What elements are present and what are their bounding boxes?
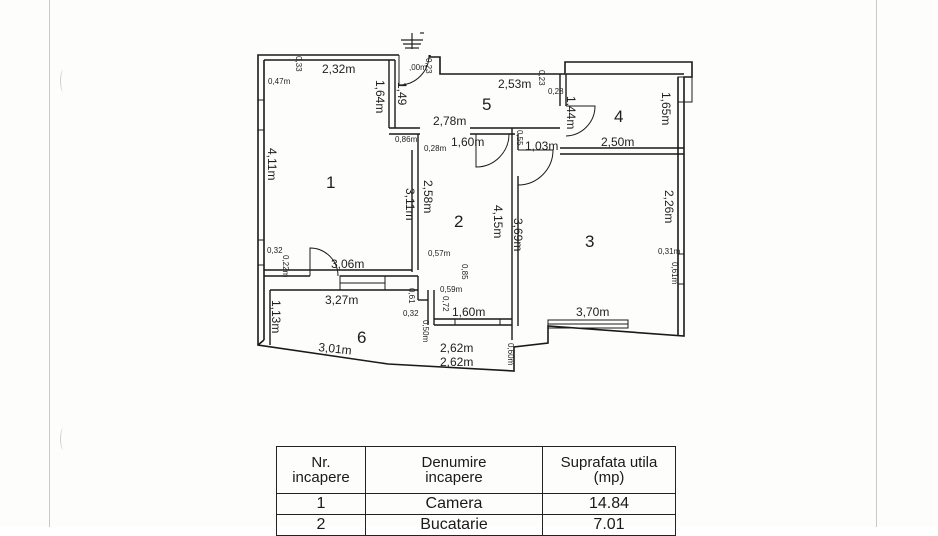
cell-room-area: 14.84 [542,493,676,515]
header-text: Suprafata utila [560,454,658,471]
scan-artifact [60,428,67,450]
dimension-label: 3,70m [576,305,609,319]
dimension-label: 2,26m [662,190,676,223]
dimension-label: 2,32m [322,62,355,76]
dimension-label: 2,50m [601,135,634,149]
small-dimension-label: 0,57m [428,249,451,258]
header-usable-area: Suprafata utila (mp) [542,446,676,494]
room-number-5: 5 [482,95,491,114]
small-dimension-label: 0,28 [548,87,564,96]
header-room-name: Denumire incapere [365,446,543,494]
dimension-label: 1,64m [373,80,387,113]
cell-room-number: 2 [276,514,366,536]
room-area-table: Nr. incapere Denumire incapere Suprafata… [276,446,676,536]
windows [257,76,693,329]
dimension-label: 1,49 [395,82,409,106]
dimension-label: 2,62m [440,355,473,369]
cell-room-number: 1 [276,493,366,515]
cell-room-name: Camera [365,493,543,515]
room-number-3: 3 [585,232,594,251]
header-room-number: Nr. incapere [276,446,366,494]
room-number-4: 4 [614,107,623,126]
dimension-label: 1,60m [452,305,485,319]
small-dimension-label: 0,23 [424,58,433,74]
dimension-label: 2,78m [433,114,466,128]
header-text: incapere [425,469,483,486]
small-dimension-label: 0,60m [506,343,515,366]
scan-artifact [60,70,67,92]
small-dimension-label: 0,86m [395,135,418,144]
dimension-label: 1,60m [451,135,484,149]
dimension-label: 4,11m [265,148,279,180]
door-swings [309,54,596,277]
small-dimension-label: 0,31m [658,247,681,256]
small-dimension-label: 0,23 [537,70,546,86]
small-dimension-label: 0,72 [441,296,450,312]
small-dimension-label: 0,55 [515,130,524,146]
cell-room-area: 7.01 [542,514,676,536]
dimension-label: 4,15m [491,205,505,238]
table-row: 2 Bucatarie 7.01 [276,514,676,536]
dimension-label: 3,69m [511,218,525,251]
small-dimension-label: 0,28m [424,144,447,153]
small-dimension-label: 0,61m [670,262,679,285]
dimension-label: 2,62m [440,341,473,355]
room-number-2: 2 [454,212,463,231]
small-dimension-label: 0,47m [268,77,291,86]
dimension-label: 1,44m [564,96,578,129]
header-text: incapere [292,469,350,486]
header-text: Denumire [421,454,487,471]
small-dimension-label: 0,33 [294,56,303,72]
small-dimension-label: 0,50m [421,320,430,343]
cell-room-name: Bucatarie [365,514,543,536]
small-dimension-label: 0,22m [281,255,290,278]
header-text: Nr. [311,454,331,471]
dimension-label: 1,65m [659,92,673,125]
dimension-label: 3,11m [403,188,417,220]
dimension-label: 2,53m [498,77,531,91]
small-dimension-label: 0,59m [440,285,463,294]
room-number-1: 1 [326,173,335,192]
small-dimension-label: 0,32 [267,246,283,255]
page-left-edge [49,0,50,527]
table-header-row: Nr. incapere Denumire incapere Suprafata… [276,446,676,494]
dimension-label: 2,58m [421,180,435,213]
dimension-label: ,00m [409,63,427,72]
dimension-label: 3,06m [331,257,364,271]
outer-walls [257,54,693,372]
small-dimension-label: 0,61 [407,288,416,304]
header-text: (mp) [593,469,625,486]
small-dimension-label: 0,85 [460,264,469,280]
page-right-edge [876,0,877,527]
dimension-label: 3,27m [325,293,358,307]
room-number-6: 6 [357,328,366,347]
table-row: 1 Camera 14.84 [276,493,676,515]
small-dimension-label: 0,32 [403,309,419,318]
dimension-label: 1,13m [269,300,283,333]
entrance-symbol-icon [401,32,424,49]
dimension-label: 3,01m [318,340,353,357]
dimension-label: 1,03m [525,139,558,153]
